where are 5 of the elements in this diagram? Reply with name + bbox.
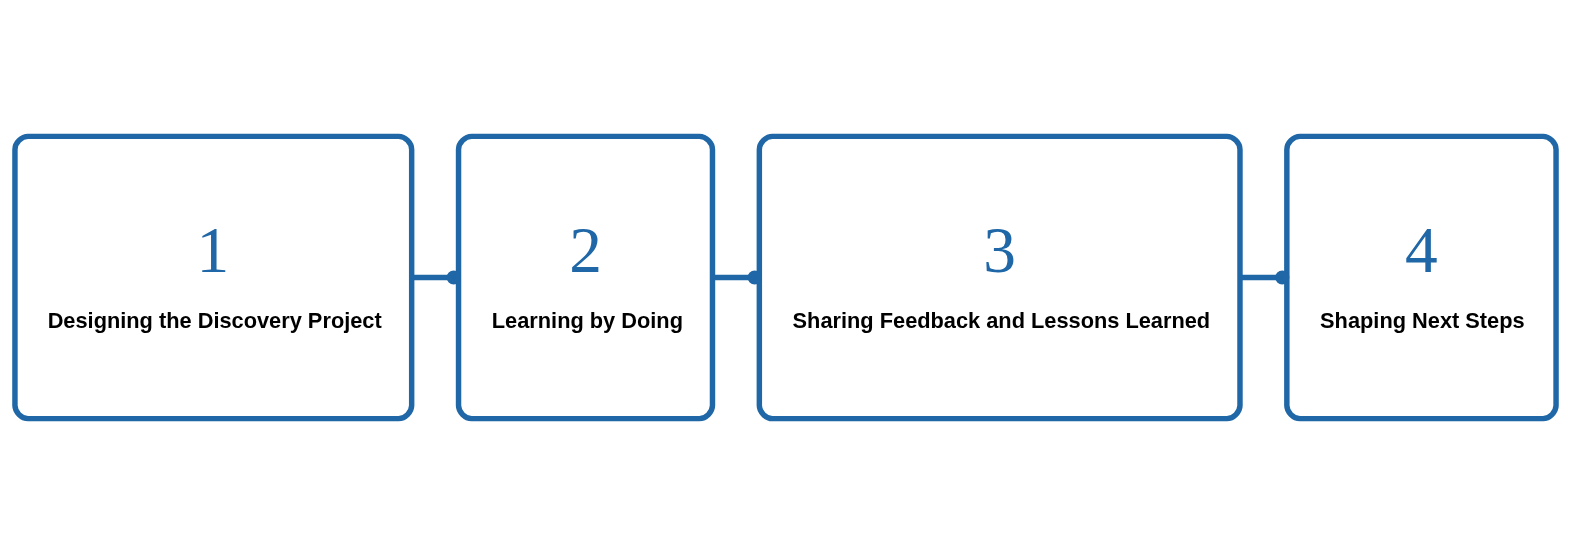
node-box: 1 Designing the Discovery Project	[12, 133, 415, 422]
node-box: 2 Learning by Doing	[455, 133, 716, 422]
connector	[1240, 270, 1290, 285]
node-box: 4 Shaping Next Steps	[1284, 133, 1559, 422]
node-box: 3 Sharing Feedback and Lessons Learned	[756, 133, 1243, 422]
